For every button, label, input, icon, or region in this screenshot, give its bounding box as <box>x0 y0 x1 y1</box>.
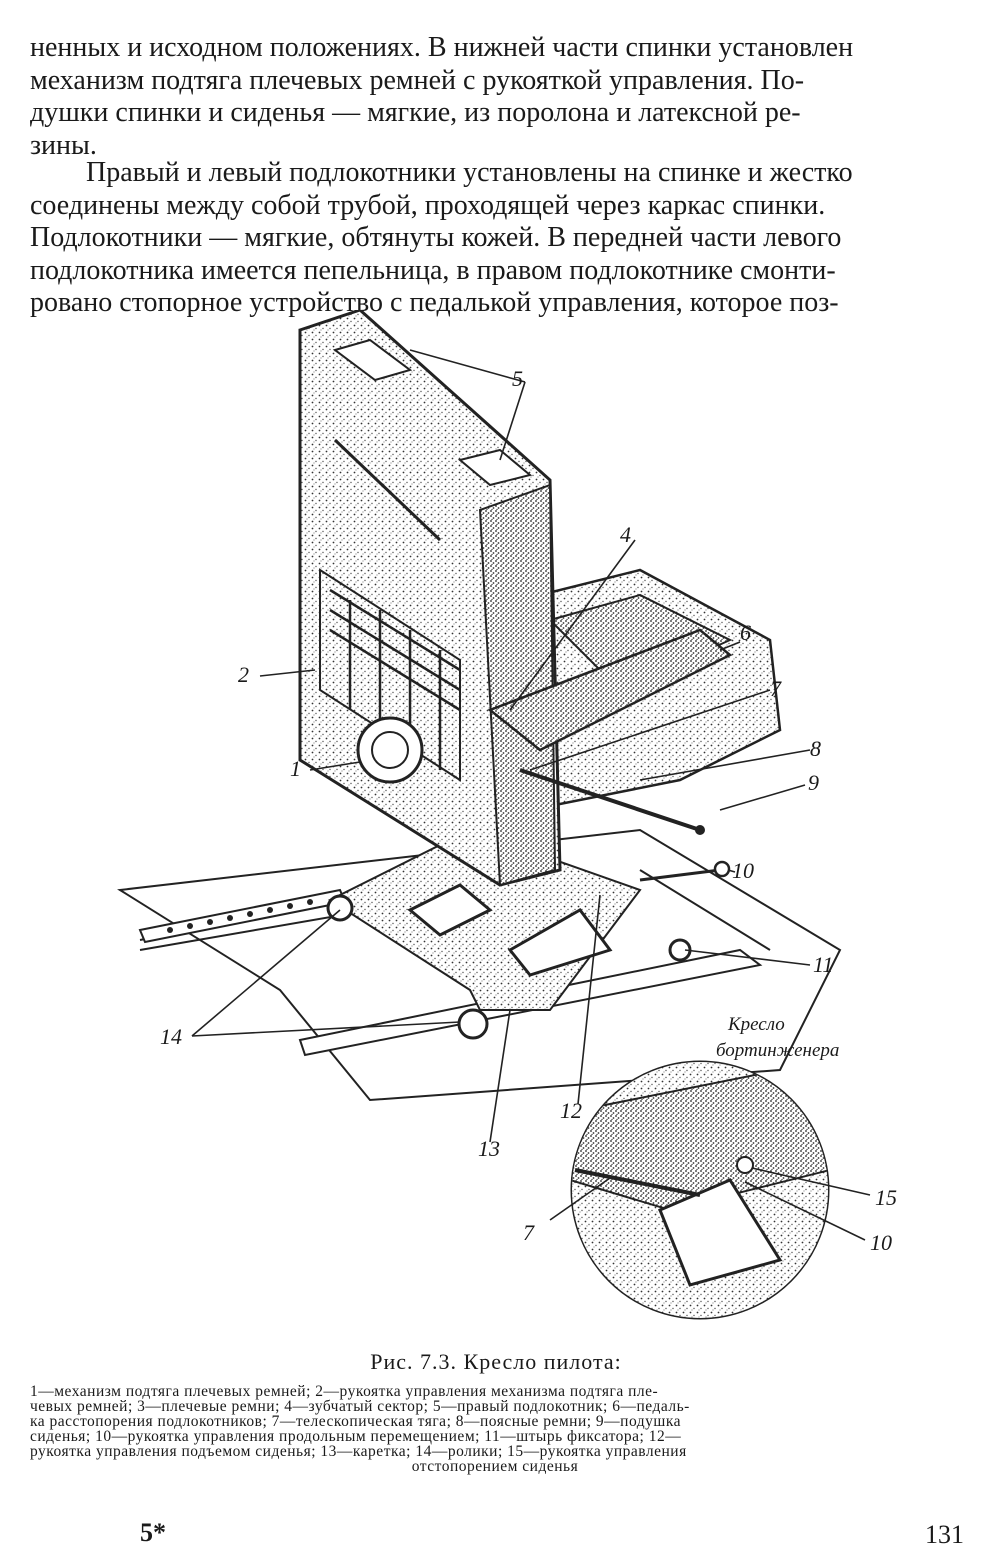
callout-14: 14 <box>160 1024 182 1049</box>
callout-8: 8 <box>810 736 821 761</box>
pilot-seat-illustration: 5 4 6 7 8 9 2 1 10 11 14 12 13 Кресло бо… <box>117 310 897 1320</box>
callout-2: 2 <box>238 662 249 687</box>
legend-line: сиденья; 10—рукоятка управления продольн… <box>30 1428 682 1445</box>
legend-line: 1—механизм подтяга плечевых ремней; 2—ру… <box>30 1383 659 1400</box>
text-line: ровано стопорное устройство с педалькой … <box>30 287 839 318</box>
legend-line: отстопорением сиденья <box>411 1458 579 1475</box>
text-line: Подлокотники — мягкие, обтянуты кожей. В… <box>30 222 842 253</box>
text-line: Правый и левый подлокотники установлены … <box>86 157 853 188</box>
paragraph-2: Правый и левый подлокотники установлены … <box>30 157 964 320</box>
inset-title-line1: Кресло <box>727 1014 785 1035</box>
page-number: 131 <box>925 1520 964 1549</box>
seat-figure: 5 4 6 7 8 9 2 1 10 11 14 12 13 Кресло бо… <box>80 310 970 1350</box>
figure-caption-title: Рис. 7.3. Кресло пилота: <box>370 1349 622 1374</box>
callout-7: 7 <box>770 676 782 701</box>
paragraph-1: ненных и исходном положениях. В нижней ч… <box>30 32 964 162</box>
callout-5: 5 <box>512 366 523 391</box>
legend-line: ка расстопорения подлокотников; 7—телеск… <box>30 1413 682 1430</box>
text-line: механизм подтяга плечевых ремней с рукоя… <box>30 64 805 96</box>
figure-legend: 1—механизм подтяга плечевых ремней; 2—ру… <box>30 1383 960 1475</box>
callout-6: 6 <box>740 620 751 645</box>
text-line: соединены между собой трубой, проходящей… <box>30 189 826 221</box>
inset-callout-15: 15 <box>875 1185 897 1210</box>
text-line: душки спинки и сиденья — мягкие, из поро… <box>30 97 801 128</box>
text-line: зины. <box>30 129 97 161</box>
callout-4: 4 <box>620 522 631 547</box>
callout-11: 11 <box>813 952 833 977</box>
callout-13: 13 <box>478 1136 500 1161</box>
callout-12: 12 <box>560 1098 582 1123</box>
legend-line: рукоятка управления подъемом сиденья; 13… <box>30 1443 687 1460</box>
legend-line: чевых ремней; 3—плечевые ремни; 4—зубчат… <box>30 1398 690 1415</box>
inset-title-line2: бортинженера <box>716 1040 839 1061</box>
text-line: ненных и исходном положениях. В нижней ч… <box>30 32 854 63</box>
signature-mark: 5* <box>140 1518 166 1547</box>
inset-callout-10: 10 <box>870 1230 892 1255</box>
callout-9: 9 <box>808 770 819 795</box>
callout-10: 10 <box>732 858 754 883</box>
callout-1: 1 <box>290 756 301 781</box>
text-line: подлокотника имеется пепельница, в право… <box>30 254 836 286</box>
inset-callout-7: 7 <box>523 1220 535 1245</box>
